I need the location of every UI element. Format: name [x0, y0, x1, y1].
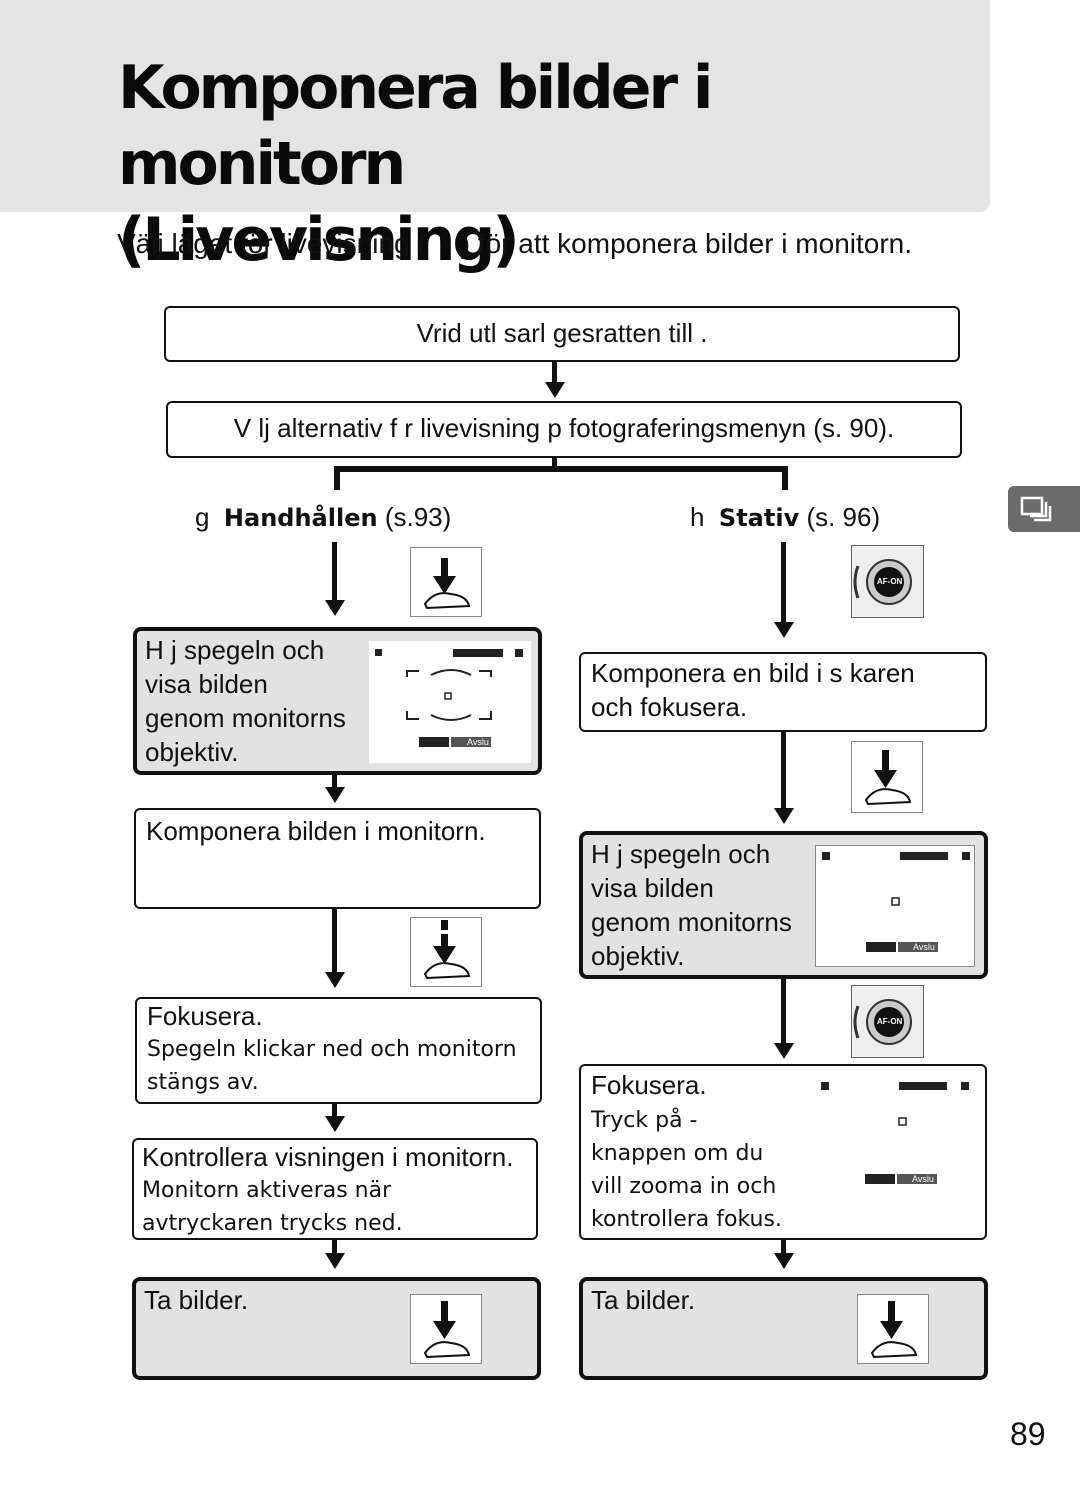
left-arrow-3: [332, 909, 337, 973]
shutter-full-press-icon: [410, 1294, 482, 1364]
right-focus: Fokusera. Tryck på - knappen om du vill …: [579, 1064, 987, 1240]
monitor-preview-right: Avslu: [815, 845, 975, 967]
intro-text-a: Välj läget för livevisning (: [117, 228, 427, 259]
right-lift-mirror: H j spegeln och visa bilden genom monito…: [579, 831, 988, 979]
left-lift-line-3: genom monitorns: [145, 703, 346, 733]
af-on-label: AF-ON: [877, 577, 903, 586]
right-compose-line-2: och fokusera.: [591, 692, 748, 722]
right-focus-body-4: kontrollera fokus.: [591, 1207, 782, 1232]
left-arrow-2: [332, 775, 337, 789]
right-arrow-4: [781, 1240, 786, 1256]
left-arrow-5: [332, 1240, 337, 1256]
left-shoot-text: Ta bilder.: [144, 1285, 249, 1315]
left-arrow-3-head: [325, 972, 345, 988]
right-focus-body-1: Tryck på -: [591, 1108, 698, 1133]
left-focus-title: Fokusera.: [147, 1001, 263, 1031]
left-compose-text: Komponera bilden i monitorn.: [146, 816, 486, 846]
right-arrow-1-head: [774, 622, 794, 638]
branch-left-drop: [334, 466, 340, 490]
step-choose-option: V lj alternativ f r livevisning p fotogr…: [166, 401, 962, 458]
left-check-title: Kontrollera visningen i monitorn.: [142, 1142, 514, 1172]
page-number: 89: [1010, 1416, 1046, 1452]
monitor-exit-label-right: Avslu: [913, 942, 935, 952]
handheld-name: Handhållen: [223, 504, 378, 532]
right-lift-line-3: genom monitorns: [591, 907, 792, 937]
intro-text: Välj läget för livevisning ( ) för att ko…: [117, 228, 912, 260]
intro-text-b: ) för att komponera bilder i monitorn.: [460, 228, 913, 259]
left-check-body-1: Monitorn aktiveras när: [142, 1178, 392, 1203]
left-lift-line-4: objektiv.: [145, 737, 239, 767]
title-band: [0, 0, 990, 212]
right-arrow-3-head: [774, 1043, 794, 1059]
section-tab: [1008, 486, 1080, 532]
tripod-name: Stativ: [718, 504, 800, 532]
branch-bar: [334, 466, 788, 472]
monitor-exit-label: Avslu: [467, 737, 489, 747]
right-focus-body-3: vill zooma in och: [591, 1174, 777, 1199]
right-arrow-2-head: [774, 808, 794, 824]
right-focus-body-2: knappen om du: [591, 1141, 764, 1166]
shutter-half-press-icon-right: [851, 741, 923, 813]
right-arrow-2: [781, 732, 786, 812]
af-on-button-icon-2: AF-ON: [851, 985, 924, 1058]
af-on-button-icon: AF-ON: [851, 545, 924, 618]
right-lift-line-4: objektiv.: [591, 941, 685, 971]
right-arrow-1: [781, 542, 786, 624]
left-arrow-4: [332, 1104, 337, 1120]
title-line-2: (Livevisning): [118, 205, 520, 275]
left-arrow-5-head: [325, 1253, 345, 1269]
left-arrow-2-head: [325, 787, 345, 803]
arrow-1-head: [545, 382, 565, 398]
left-lift-line-1: H j spegeln och: [145, 635, 325, 665]
title-line-1: Komponera bilder i monitorn: [118, 53, 714, 199]
right-compose: Komponera en bild i s karen och fokusera…: [579, 652, 987, 732]
branch-stem: [552, 458, 557, 470]
left-arrow-4-head: [325, 1116, 345, 1132]
shutter-press-icon: [410, 547, 482, 617]
handheld-letter: g: [195, 502, 210, 532]
handheld-ref: (s.93): [384, 502, 452, 532]
left-check-body-2: avtryckaren trycks ned.: [142, 1211, 403, 1236]
right-shoot: Ta bilder.: [579, 1277, 988, 1380]
right-compose-line-1: Komponera en bild i s karen: [591, 658, 915, 688]
left-lift-mirror: H j spegeln och visa bilden genom monito…: [133, 627, 542, 775]
left-lift-line-2: visa bilden: [145, 669, 268, 699]
step-rotate-dial-text: Vrid utl sarl gesratten till .: [416, 318, 708, 348]
right-shoot-text: Ta bilder.: [591, 1285, 696, 1315]
tripod-ref: (s. 96): [806, 502, 881, 532]
left-arrow-1: [332, 542, 337, 602]
right-arrow-3: [781, 979, 786, 1045]
right-arrow-4-head: [774, 1253, 794, 1269]
left-focus-body-2: stängs av.: [147, 1070, 259, 1095]
left-shoot: Ta bilder.: [132, 1277, 541, 1380]
right-lift-line-2: visa bilden: [591, 873, 714, 903]
branch-right-drop: [782, 466, 788, 490]
shutter-full-press-icon-right: [857, 1294, 929, 1364]
branch-tripod-label: h Stativ (s. 96): [690, 500, 880, 535]
left-compose: Komponera bilden i monitorn.: [134, 808, 541, 909]
monitor-preview: Avslu: [369, 641, 531, 763]
branch-handheld-label: g Handhållen (s.93): [195, 500, 451, 535]
left-focus: Fokusera. Spegeln klickar ned och monito…: [135, 997, 542, 1104]
step-rotate-dial: Vrid utl sarl gesratten till .: [164, 306, 960, 362]
shutter-half-press-icon: [410, 917, 482, 987]
af-on-label-2: AF-ON: [877, 1017, 903, 1026]
left-arrow-1-head: [325, 600, 345, 616]
left-check: Kontrollera visningen i monitorn. Monito…: [132, 1138, 538, 1240]
right-focus-title: Fokusera.: [591, 1070, 707, 1100]
right-lift-line-1: H j spegeln och: [591, 839, 771, 869]
page-title: Komponera bilder i monitorn (Livevisning…: [118, 50, 978, 278]
step-choose-option-text: V lj alternativ f r livevisning p fotogr…: [233, 413, 895, 443]
live-view-icon: [1020, 496, 1052, 522]
left-focus-body-1: Spegeln klickar ned och monitorn: [147, 1037, 517, 1062]
tripod-letter: h: [690, 502, 705, 532]
monitor-preview-right-2: Avslu: [815, 1076, 975, 1186]
monitor-exit-label-right-2: Avslu: [912, 1174, 934, 1184]
arrow-1: [552, 362, 557, 386]
